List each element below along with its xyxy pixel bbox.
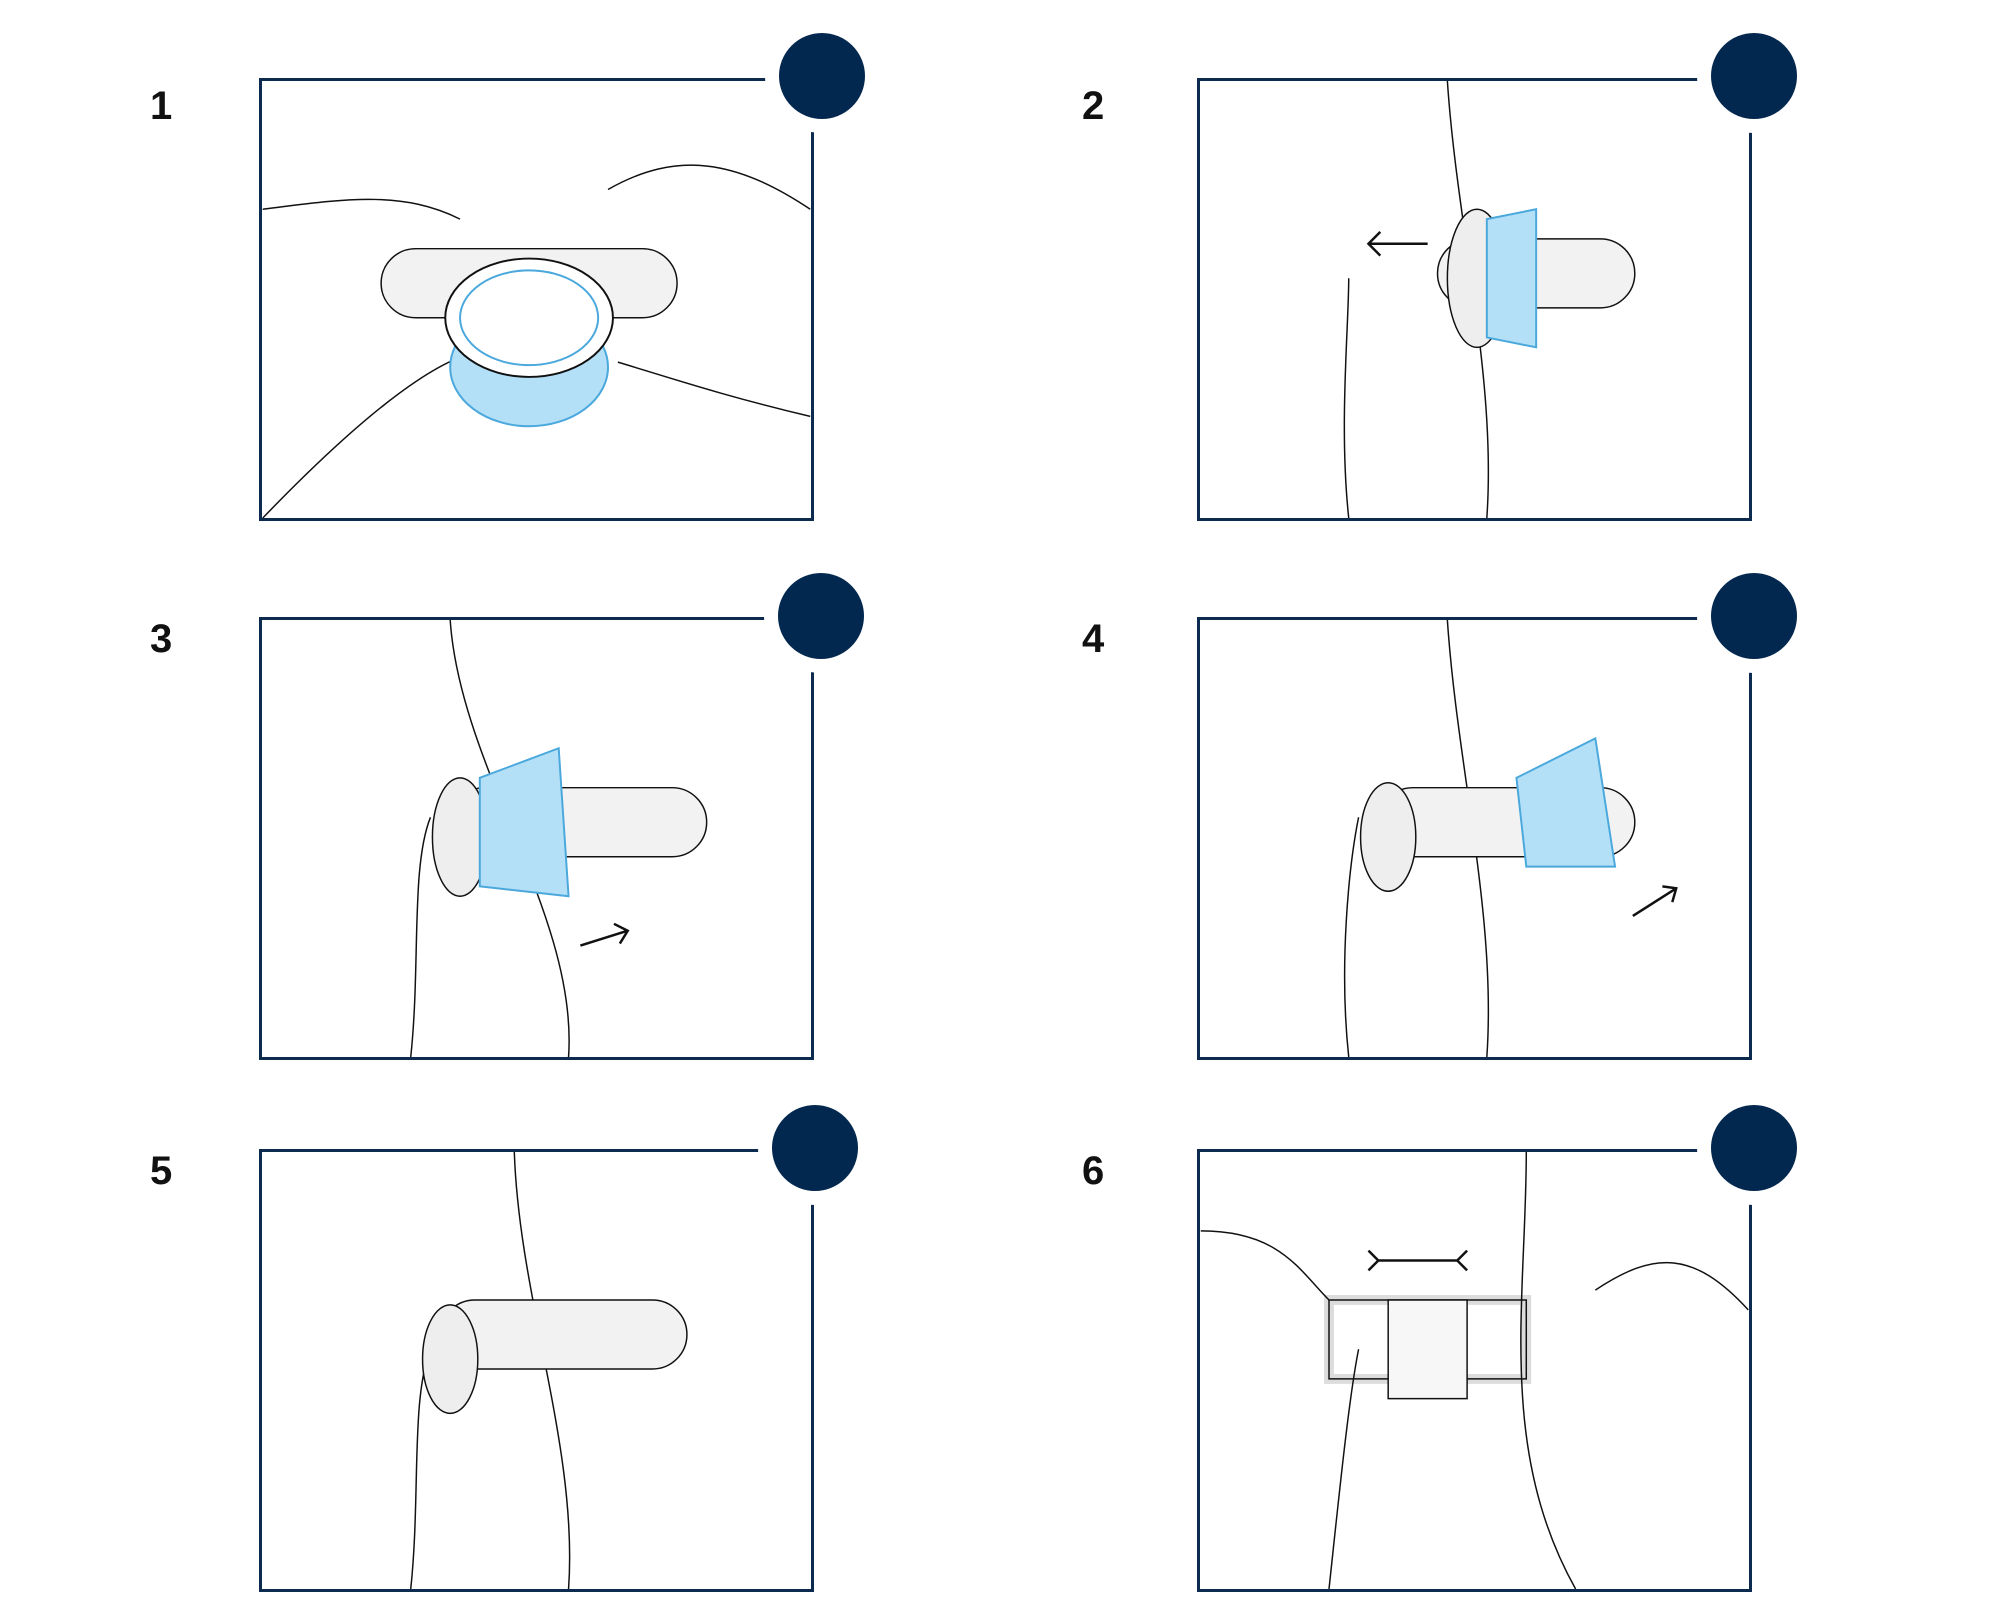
step-badge — [765, 19, 879, 133]
step-number: 1 — [150, 84, 173, 128]
strap-adjust-illustration — [1200, 1152, 1749, 1589]
step-illustration — [259, 1149, 814, 1592]
step-badge — [1697, 1091, 1811, 1205]
step-number: 4 — [1082, 617, 1105, 661]
step-number: 5 — [150, 1149, 173, 1193]
arrow-left-icon — [1366, 231, 1428, 257]
step-badge — [758, 1091, 872, 1205]
step-badge — [764, 559, 878, 673]
step-illustration — [259, 78, 814, 521]
ring-fitted-illustration — [409, 1152, 688, 1589]
ring-stretch-illustration — [262, 164, 811, 518]
step-illustration — [1197, 617, 1752, 1060]
step-number: 2 — [1082, 84, 1105, 128]
arrow-left-right-icon — [1367, 1249, 1468, 1272]
arrow-up-right-icon — [580, 922, 630, 947]
device-placement-illustration — [1343, 81, 1636, 518]
step-badge — [1697, 559, 1811, 673]
step-illustration — [259, 617, 814, 1060]
step-badge — [1697, 19, 1811, 133]
step-number: 6 — [1082, 1149, 1105, 1193]
arrow-up-right-icon — [1632, 885, 1678, 917]
device-remove-illustration — [1343, 620, 1678, 1057]
device-slide-illustration — [409, 620, 708, 1057]
step-number: 3 — [150, 617, 173, 661]
step-illustration — [1197, 1149, 1752, 1592]
step-illustration — [1197, 78, 1752, 521]
